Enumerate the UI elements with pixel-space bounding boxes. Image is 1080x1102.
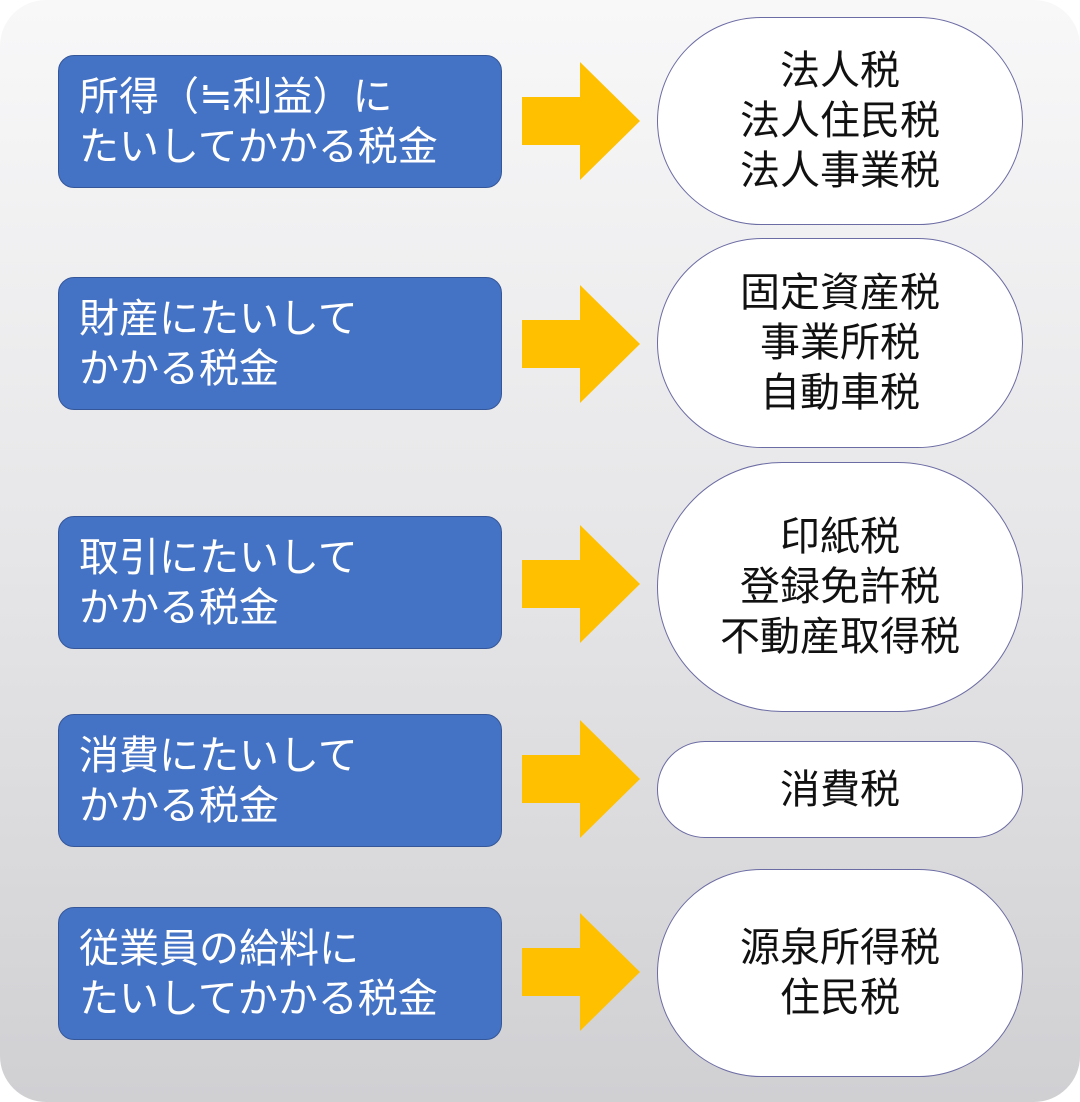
tax-name: 消費税 — [780, 766, 900, 813]
category-box-salary: 従業員の給料に たいしてかかる税金 — [58, 907, 502, 1040]
category-box-transaction: 取引にたいして かかる税金 — [58, 516, 502, 649]
tax-name: 登録免許税 — [740, 564, 940, 610]
category-line: かかる税金 — [79, 584, 279, 631]
category-line: たいしてかかる税金 — [79, 123, 438, 170]
category-line: 所得（≒利益）に — [79, 73, 393, 120]
tax-list-income: 法人税 法人住民税 法人事業税 — [657, 17, 1023, 225]
arrow-right-icon — [522, 720, 640, 838]
tax-name: 自動車税 — [760, 370, 920, 416]
category-line: 取引にたいして — [79, 534, 358, 581]
tax-name: 法人税 — [780, 48, 900, 94]
tax-name: 源泉所得税 — [740, 925, 940, 971]
tax-list-transaction: 印紙税 登録免許税 不動産取得税 — [657, 462, 1023, 712]
category-line: 財産にたいして — [79, 295, 358, 342]
category-line: かかる税金 — [79, 782, 279, 829]
arrow-right-icon — [522, 285, 640, 403]
tax-name: 法人事業税 — [740, 148, 940, 194]
arrow-right-icon — [522, 62, 640, 180]
category-line: 従業員の給料に — [79, 925, 359, 972]
category-box-income: 所得（≒利益）に たいしてかかる税金 — [58, 55, 502, 188]
tax-name: 固定資産税 — [740, 270, 940, 316]
tax-list-property: 固定資産税 事業所税 自動車税 — [657, 238, 1023, 448]
tax-name: 事業所税 — [760, 320, 920, 366]
category-line: たいしてかかる税金 — [79, 975, 438, 1022]
category-line: かかる税金 — [79, 345, 279, 392]
category-box-property: 財産にたいして かかる税金 — [58, 277, 502, 410]
arrow-right-icon — [522, 525, 640, 643]
tax-list-consumption: 消費税 — [657, 741, 1023, 838]
tax-list-salary: 源泉所得税 住民税 — [657, 869, 1023, 1077]
tax-name: 印紙税 — [780, 514, 900, 560]
category-box-consumption: 消費にたいして かかる税金 — [58, 714, 502, 847]
tax-name: 不動産取得税 — [720, 614, 960, 660]
tax-name: 法人住民税 — [740, 98, 940, 144]
category-line: 消費にたいして — [79, 732, 358, 779]
arrow-right-icon — [522, 913, 640, 1031]
tax-name: 住民税 — [780, 975, 900, 1021]
